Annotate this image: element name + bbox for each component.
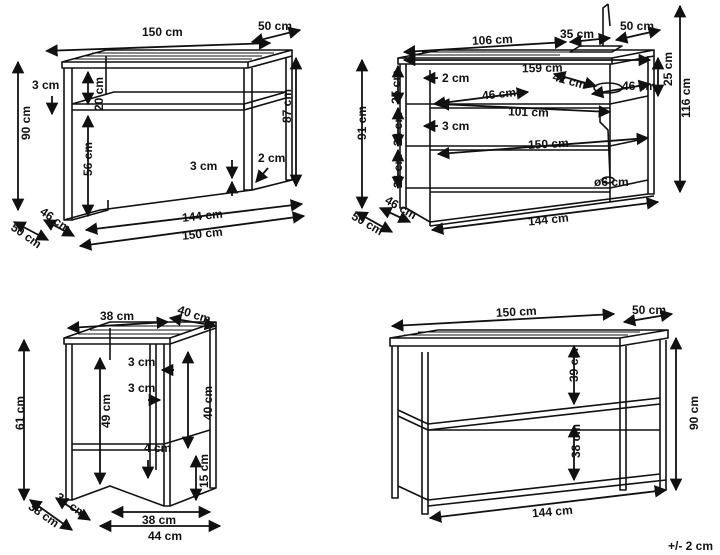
dim-label: 46 cm: [622, 79, 656, 93]
dim-label: 25 cm: [389, 70, 403, 104]
tolerance-note: +/- 2 cm: [668, 539, 713, 553]
dim-label: 50 cm: [632, 303, 666, 317]
dim-label: 25 cm: [661, 52, 675, 86]
dim-label: 106 cm: [472, 32, 513, 48]
dim-label: 87 cm: [280, 89, 294, 123]
dim-label: 38 cm: [569, 424, 583, 458]
dim-label: 144 cm: [531, 503, 573, 520]
dim-label: 90 cm: [19, 106, 33, 140]
dim-label: 150 cm: [142, 25, 183, 39]
dim-label: 144 cm: [527, 210, 569, 228]
dim-label: 50 cm: [8, 220, 44, 251]
console-table-dimensions: 150 cm 50 cm 90 cm 3 cm 20 cm 56 cm 87 c…: [8, 19, 306, 251]
dim-label: ø6 cm: [594, 175, 629, 189]
dim-label: 44 cm: [148, 529, 182, 543]
dim-label: 3 cm: [190, 159, 217, 173]
dim-label: 3 cm: [442, 119, 469, 133]
dim-label: 50 cm: [258, 19, 292, 33]
dim-label: 61 cm: [13, 396, 27, 430]
dim-label: 39 cm: [567, 348, 581, 382]
dim-label: 15 cm: [197, 454, 211, 488]
dim-label: 46 cm: [481, 85, 516, 102]
dim-label: 38 cm: [100, 309, 134, 323]
dim-label: 38 cm: [142, 513, 176, 527]
dim-label: 4 cm: [144, 441, 171, 455]
dim-label: 101 cm: [508, 104, 549, 119]
dim-label: 150 cm: [181, 225, 223, 243]
dim-label: 144 cm: [181, 207, 223, 225]
dim-label: 90 cm: [687, 396, 701, 430]
dim-label: 20 cm: [92, 77, 106, 111]
shelf-unit-drawing: [389, 329, 669, 515]
side-table-dimensions: 38 cm 40 cm 61 cm 3 cm 3 cm 49 cm 40 cm …: [13, 303, 222, 543]
dim-label: 150 cm: [528, 136, 569, 152]
dim-label: 24 cm: [391, 112, 405, 146]
dim-label: 159 cm: [522, 61, 563, 76]
dim-label: 3 cm: [128, 355, 155, 369]
dim-label: 150 cm: [496, 304, 537, 320]
dim-label: 40 cm: [201, 386, 215, 420]
dim-label: 3 cm: [128, 381, 155, 395]
shelf-unit-dimensions: 150 cm 50 cm 90 cm 39 cm 38 cm 144 cm: [390, 303, 701, 523]
dim-label: 116 cm: [679, 78, 693, 118]
side-table-drawing: [63, 321, 217, 507]
dim-label: 2 cm: [442, 71, 469, 85]
bar-counter-dimensions: 106 cm 35 cm 50 cm 116 cm 159 cm 25 cm 2…: [349, 4, 693, 238]
dim-label: 3 cm: [32, 78, 59, 92]
dim-label: 56 cm: [81, 142, 95, 176]
dim-label: 35 cm: [560, 27, 594, 41]
dim-label: 24 cm: [391, 154, 405, 188]
dim-label: 38 cm: [26, 499, 62, 530]
dim-label: 91 cm: [355, 106, 369, 140]
console-table-drawing: [61, 49, 293, 221]
dim-label: 42 cm: [551, 70, 587, 92]
dim-label: 50 cm: [620, 19, 654, 33]
dim-label: 2 cm: [258, 151, 285, 165]
dim-label: 46 cm: [37, 204, 73, 235]
dim-label: 49 cm: [99, 394, 113, 428]
dim-label: 50 cm: [349, 209, 385, 238]
